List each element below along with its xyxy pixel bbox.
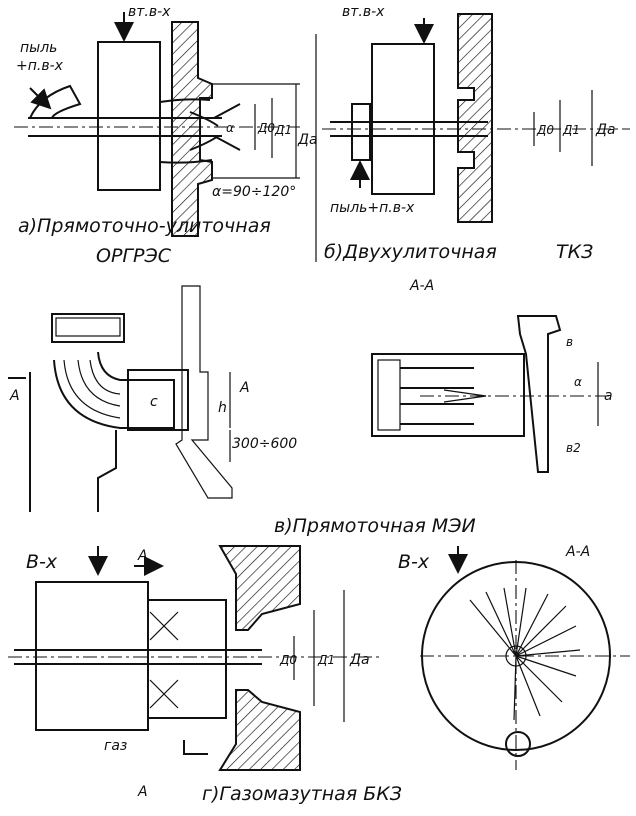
burner-body-g <box>35 581 149 731</box>
gas-label: газ <box>104 738 127 754</box>
inlet-label-b: вт.в-х <box>342 4 385 20</box>
dim-b2: в2 <box>566 441 581 455</box>
dim-d1-b: Д1 <box>562 123 580 137</box>
dust-label-a-1: пыль <box>20 40 57 56</box>
dim-b: в <box>566 335 573 349</box>
burner-body-b <box>371 43 435 195</box>
channel-box <box>51 313 125 343</box>
burner-a-orgres: вт.в-х пыль +п.в-х α Д0 Д1 Да α=90÷120° … <box>14 4 318 267</box>
dim-da-a: Да <box>297 132 318 148</box>
furnace-wall-g <box>218 545 301 631</box>
dim-h: h <box>218 400 227 416</box>
burner-body-a <box>97 41 161 191</box>
wall-mid-left <box>175 285 233 499</box>
right-section-label: А-А <box>565 544 590 560</box>
dim-d1-g: Д1 <box>317 653 335 667</box>
inlet-label-g: В-х <box>26 551 58 573</box>
wall-mid-right <box>516 315 562 473</box>
dim-a: а <box>604 388 613 404</box>
angle-symbol-v: α <box>574 375 582 389</box>
section-label-top: А-А <box>409 278 434 294</box>
section-marker-top-g: А <box>137 548 148 564</box>
angle-symbol-a: α <box>226 121 234 135</box>
dim-c: с <box>150 394 158 410</box>
angle-text-a: α=90÷120° <box>212 184 296 200</box>
burner-v-mei: А-А с А h А 300÷600 в в2 а α в)Прямоточн… <box>8 278 613 537</box>
dim-d0-b: Д0 <box>536 123 554 137</box>
furnace-wall-b <box>457 13 493 223</box>
dim-da-b: Да <box>595 122 616 138</box>
inlet-label-a: вт.в-х <box>128 4 171 20</box>
dim-d1-a: Д1 <box>274 123 292 137</box>
caption-g: г)Газомазутная БКЗ <box>202 783 402 805</box>
dust-label-a-2: +п.в-х <box>16 58 64 74</box>
maker-b: ТКЗ <box>556 241 593 263</box>
caption-a-2: ОРГРЭС <box>96 245 172 267</box>
section-marker-right: А <box>239 380 250 396</box>
caption-v: в)Прямоточная МЭИ <box>274 515 476 537</box>
dim-d0-g: Д0 <box>279 653 297 667</box>
caption-b: б)Двухулиточная <box>324 241 497 263</box>
section-marker-bottom-g: А <box>137 784 148 800</box>
right-inlet-label: В-х <box>398 551 430 573</box>
caption-a-1: а)Прямоточно-улиточная <box>18 215 271 237</box>
dim-range: 300÷600 <box>232 436 297 452</box>
section-marker-left: А <box>9 388 20 404</box>
dust-label-b: пыль+п.в-х <box>330 200 415 216</box>
furnace-wall-a <box>171 21 213 237</box>
burner-b-tkz: вт.в-х пыль+п.в-х Д0 Д1 Да б)Двухулиточн… <box>322 4 630 263</box>
dim-d0-a: Д0 <box>257 121 275 135</box>
burner-g-bkz: В-х А Д0 Д1 Да газ А В-х А-А г)Газомазут… <box>8 544 630 805</box>
dim-da-g: Да <box>349 652 370 668</box>
